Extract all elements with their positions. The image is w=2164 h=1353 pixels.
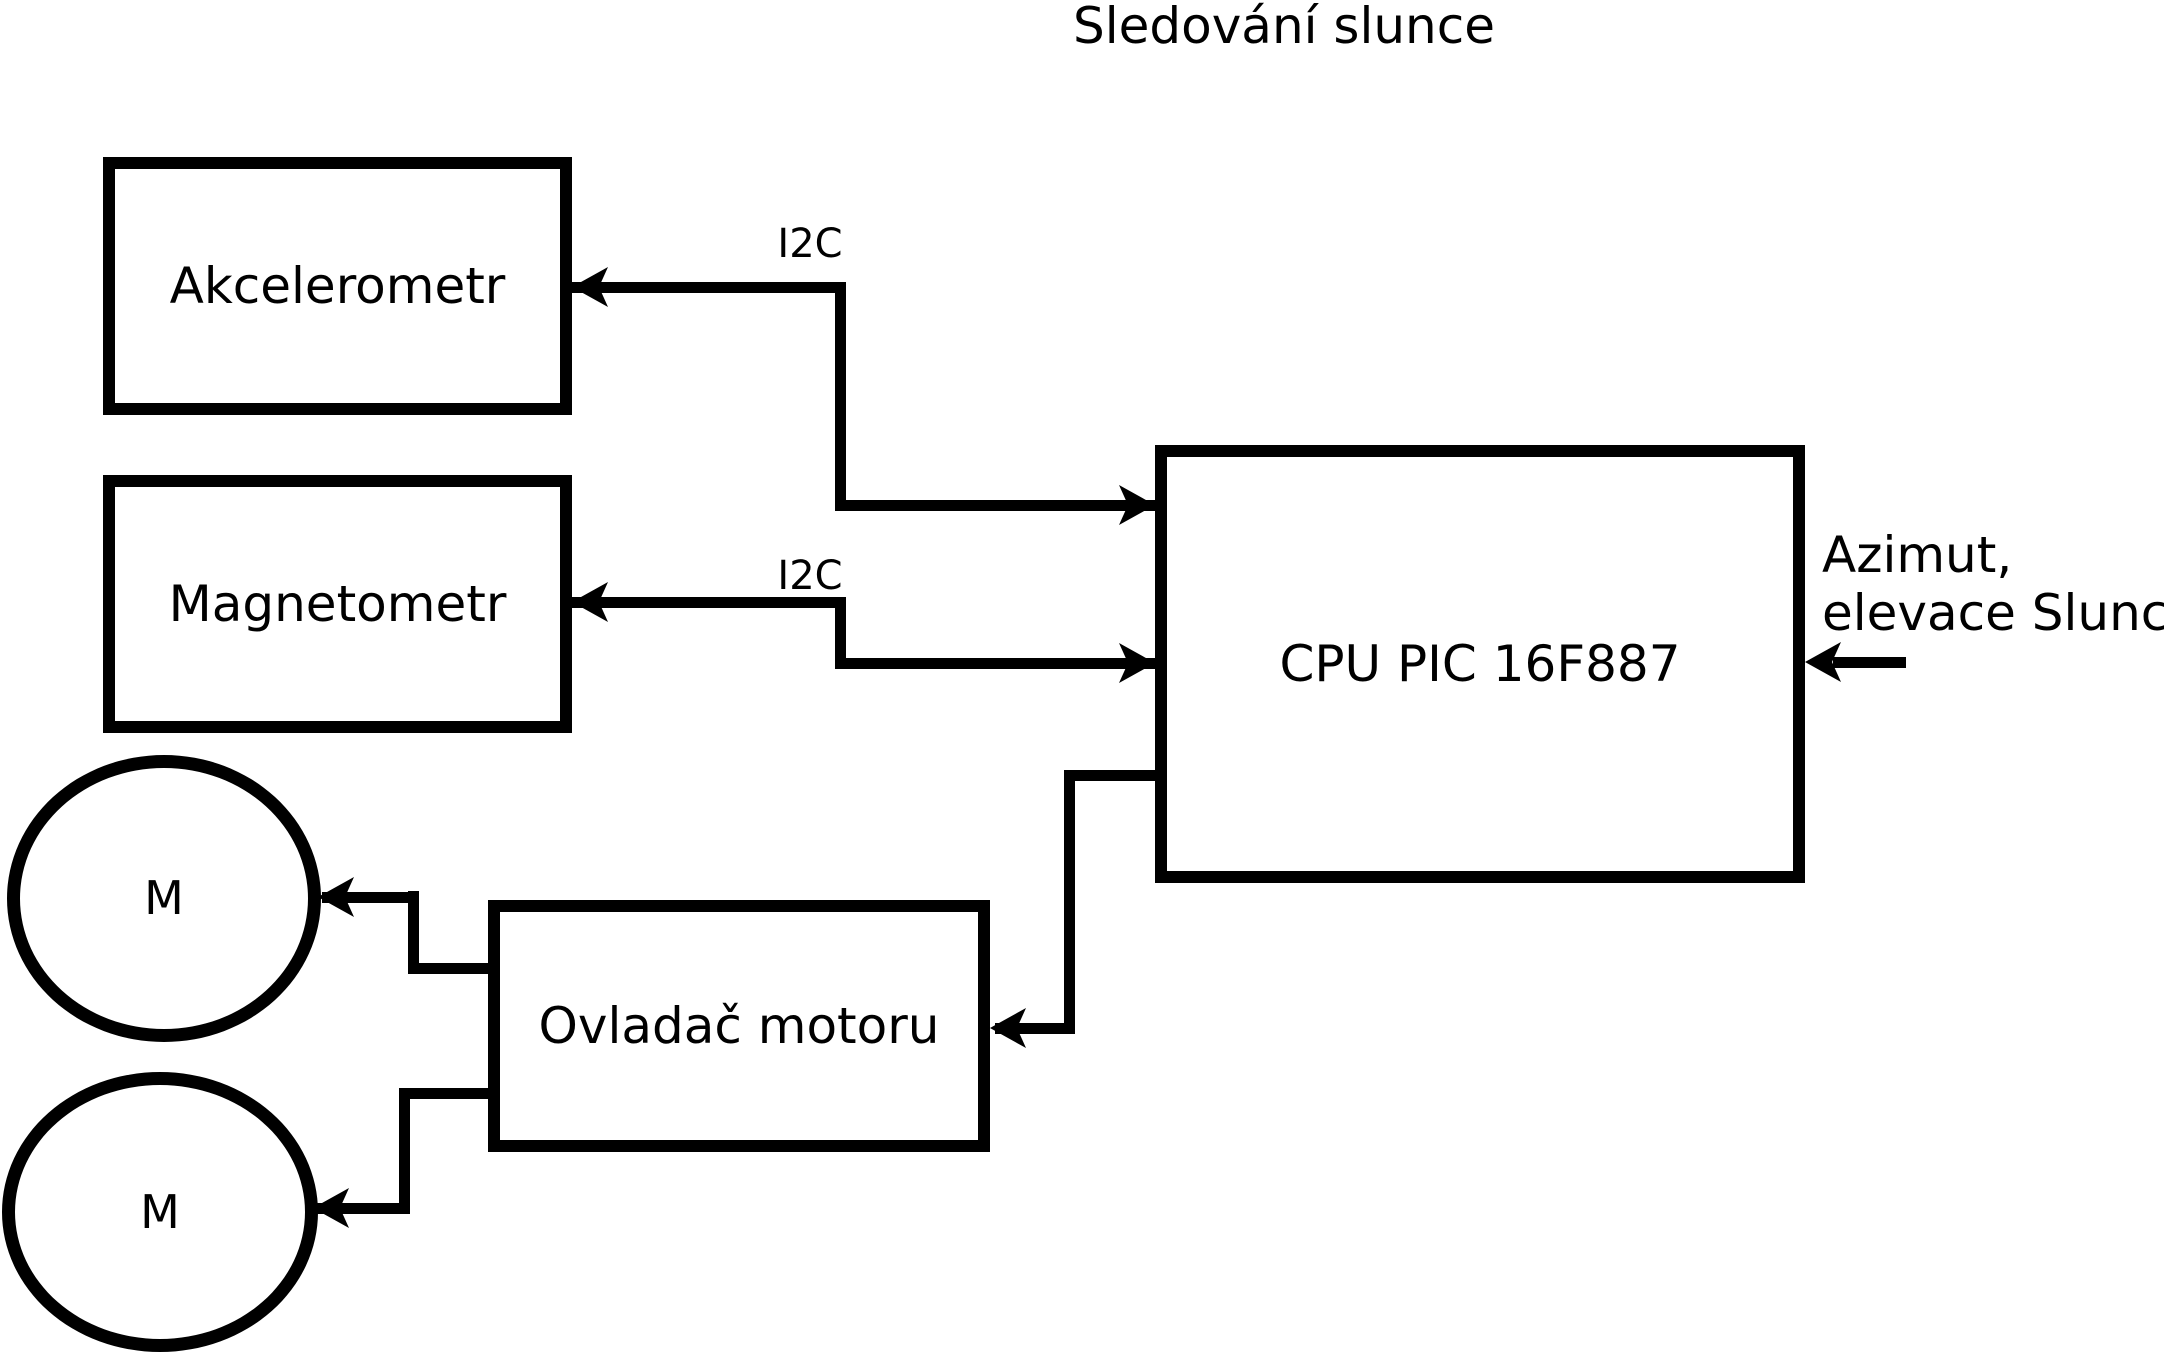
edge-i2c1-segment-top xyxy=(572,282,846,293)
node-motor-1: M xyxy=(7,755,321,1042)
edge-driver-motor2-stub xyxy=(399,1088,488,1099)
azimut-annotation-line1: Azimut, xyxy=(1822,526,2013,584)
arrowhead-into-magnetometr xyxy=(572,582,608,622)
edge-label-i2c-magnetometr: I2C xyxy=(777,553,843,599)
arrowhead-into-motor-1 xyxy=(318,877,354,917)
edge-driver-motor2-vertical xyxy=(399,1088,410,1214)
arrowhead-into-cpu-from-akcelerometr xyxy=(1119,485,1155,525)
edge-azimut-shaft xyxy=(1833,657,1906,668)
edge-driver-motor2-bottom xyxy=(316,1203,410,1214)
edge-cpu-driver-vertical xyxy=(1064,770,1075,1034)
edge-i2c1-segment-bottom xyxy=(835,500,1155,511)
node-magnetometr: Magnetometr xyxy=(103,475,572,733)
node-magnetometr-label: Magnetometr xyxy=(168,574,507,633)
edge-driver-motor1-vertical xyxy=(408,891,419,974)
arrowhead-into-motor-2 xyxy=(313,1188,349,1228)
diagram-title: Sledování slunce xyxy=(1073,0,1495,55)
edge-driver-motor1-top xyxy=(322,892,419,903)
edge-i2c1-segment-vertical xyxy=(835,282,846,510)
arrowhead-into-akcelerometr xyxy=(572,267,608,307)
arrowhead-into-cpu-from-magnetometr xyxy=(1119,643,1155,683)
edge-driver-motor1-stub xyxy=(408,963,488,974)
node-motor-2-label: M xyxy=(140,1184,180,1239)
azimut-annotation: Azimut, elevace Slunce xyxy=(1822,526,2164,642)
node-motor-driver-label: Ovladač motoru xyxy=(538,996,940,1055)
arrowhead-into-cpu-from-right xyxy=(1805,642,1841,682)
arrowhead-into-motor-driver xyxy=(990,1008,1026,1048)
node-cpu-label: CPU PIC 16F887 xyxy=(1279,634,1681,693)
edge-label-i2c-akcelerometr: I2C xyxy=(777,221,843,267)
node-motor-2: M xyxy=(2,1072,318,1352)
node-cpu: CPU PIC 16F887 xyxy=(1155,445,1805,883)
edge-i2c2-segment-top xyxy=(572,597,846,608)
edge-i2c2-segment-bottom xyxy=(835,658,1155,669)
edge-i2c2-segment-vertical xyxy=(835,597,846,668)
node-akcelerometr-label: Akcelerometr xyxy=(169,256,506,315)
edge-cpu-driver-stub xyxy=(1070,770,1155,781)
edge-cpu-driver-bottom xyxy=(995,1023,1075,1034)
node-motor-1-label: M xyxy=(144,871,184,926)
node-akcelerometr: Akcelerometr xyxy=(103,157,572,415)
node-motor-driver: Ovladač motoru xyxy=(488,900,990,1152)
azimut-annotation-line2: elevace Slunce xyxy=(1822,584,2164,642)
